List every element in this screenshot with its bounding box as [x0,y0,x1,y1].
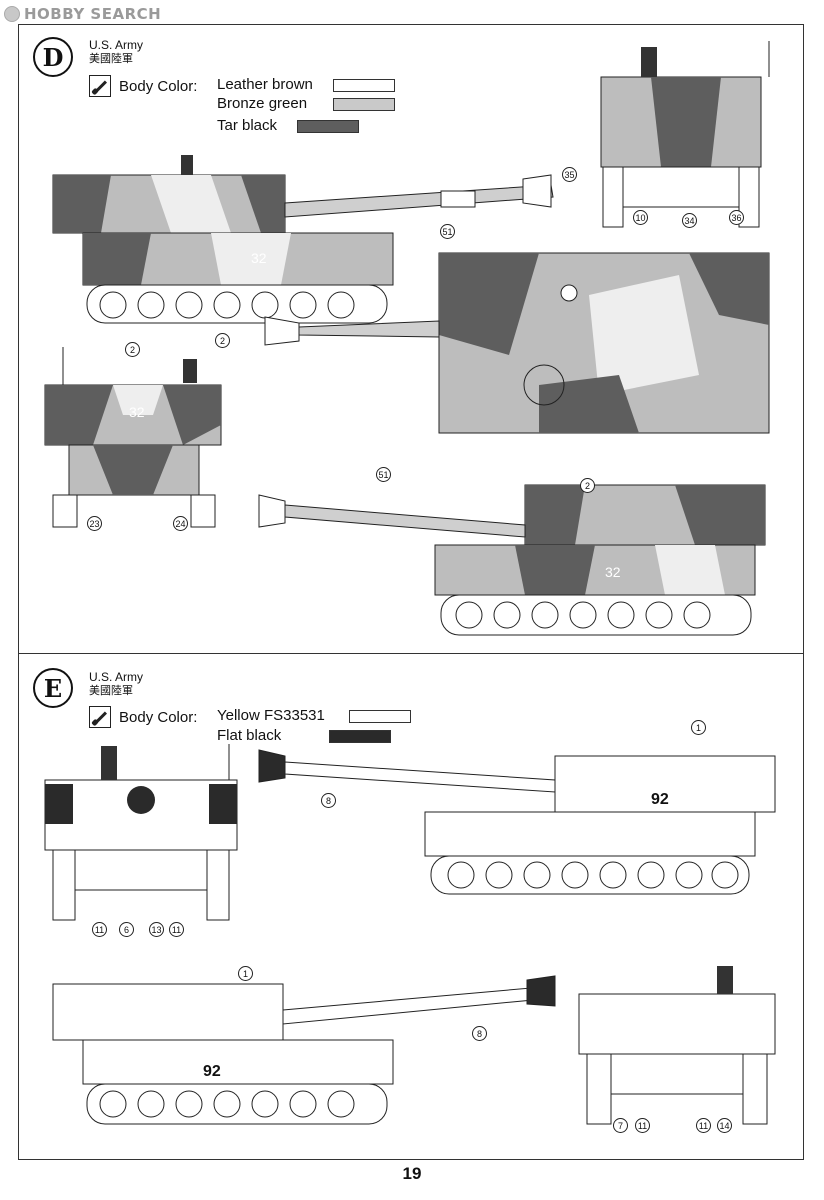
callout: 23 [87,516,102,531]
body-color-label: Body Color: [119,77,198,95]
color-name: Bronze green [217,95,308,112]
scheme-d-panel: D U.S. Army 美國陸軍 Body Color: Leather bro… [18,24,804,654]
color-name: Leather brown [217,76,313,93]
callout: 2 [215,333,230,348]
vehicle-rear-view [44,744,238,921]
body-color-row: Body Color: [89,706,197,728]
scheme-e-panel: E U.S. Army 美國陸軍 Body Color: Yellow FS33… [18,654,804,1160]
army-name-cn: 美國陸軍 [89,52,133,65]
color-name: Tar black [217,117,278,134]
marking-number: 32 [605,564,621,580]
callout: 2 [125,342,140,357]
army-label: U.S. Army 美國陸軍 [89,38,143,66]
army-label: U.S. Army 美國陸軍 [89,670,143,698]
callout: 11 [169,922,184,937]
callout: 6 [119,922,134,937]
scheme-letter-badge: E [33,668,73,708]
vehicle-side-view-right: 32 [258,484,766,636]
vehicle-front-view: 32 [44,347,222,528]
army-name-en: U.S. Army [89,38,144,52]
callout: 8 [472,1026,487,1041]
vehicle-side-view-right: 92 [258,749,776,895]
army-name-cn: 美國陸軍 [89,684,133,697]
color-swatch-flat-black [329,730,391,743]
marking-number: 32 [129,404,145,420]
callout: 51 [440,224,455,239]
callout: 14 [717,1118,732,1133]
body-color-row: Body Color: [89,75,197,97]
callout: 51 [376,467,391,482]
callout: 7 [613,1118,628,1133]
callout: 1 [691,720,706,735]
vehicle-top-view [264,252,770,434]
callout: 34 [682,213,697,228]
callout: 2 [580,478,595,493]
watermark-text: HOBBY SEARCH [24,5,162,23]
callout: 35 [562,167,577,182]
scheme-letter-badge: D [33,37,73,77]
marking-number: 92 [203,1063,221,1080]
vehicle-front-view [578,966,776,1125]
callout: 11 [635,1118,650,1133]
callout: 13 [149,922,164,937]
vehicle-side-view-left: 32 [52,155,554,324]
callout: 1 [238,966,253,981]
callout: 8 [321,793,336,808]
marking-number: 32 [251,250,267,266]
vehicle-side-view-left: 92 [52,975,556,1125]
watermark: HOBBY SEARCH [4,4,161,24]
callout: 10 [633,210,648,225]
color-name: Flat black [217,727,282,744]
paintbrush-icon [89,706,111,728]
callout: 36 [729,210,744,225]
callout: 11 [696,1118,711,1133]
army-name-en: U.S. Army [89,670,144,684]
body-color-label: Body Color: [119,708,198,726]
callout: 11 [92,922,107,937]
color-swatch-tar-black [297,120,359,133]
vehicle-rear-view [600,41,770,228]
color-swatch-leather-brown [333,79,395,92]
color-name: Yellow FS33531 [217,707,325,724]
page-number: 19 [402,1164,422,1183]
marking-number: 92 [651,791,669,808]
color-swatch-bronze-green [333,98,395,111]
hobby-search-logo-icon [4,6,20,22]
callout: 24 [173,516,188,531]
color-swatch-yellow [349,710,411,723]
paintbrush-icon [89,75,111,97]
